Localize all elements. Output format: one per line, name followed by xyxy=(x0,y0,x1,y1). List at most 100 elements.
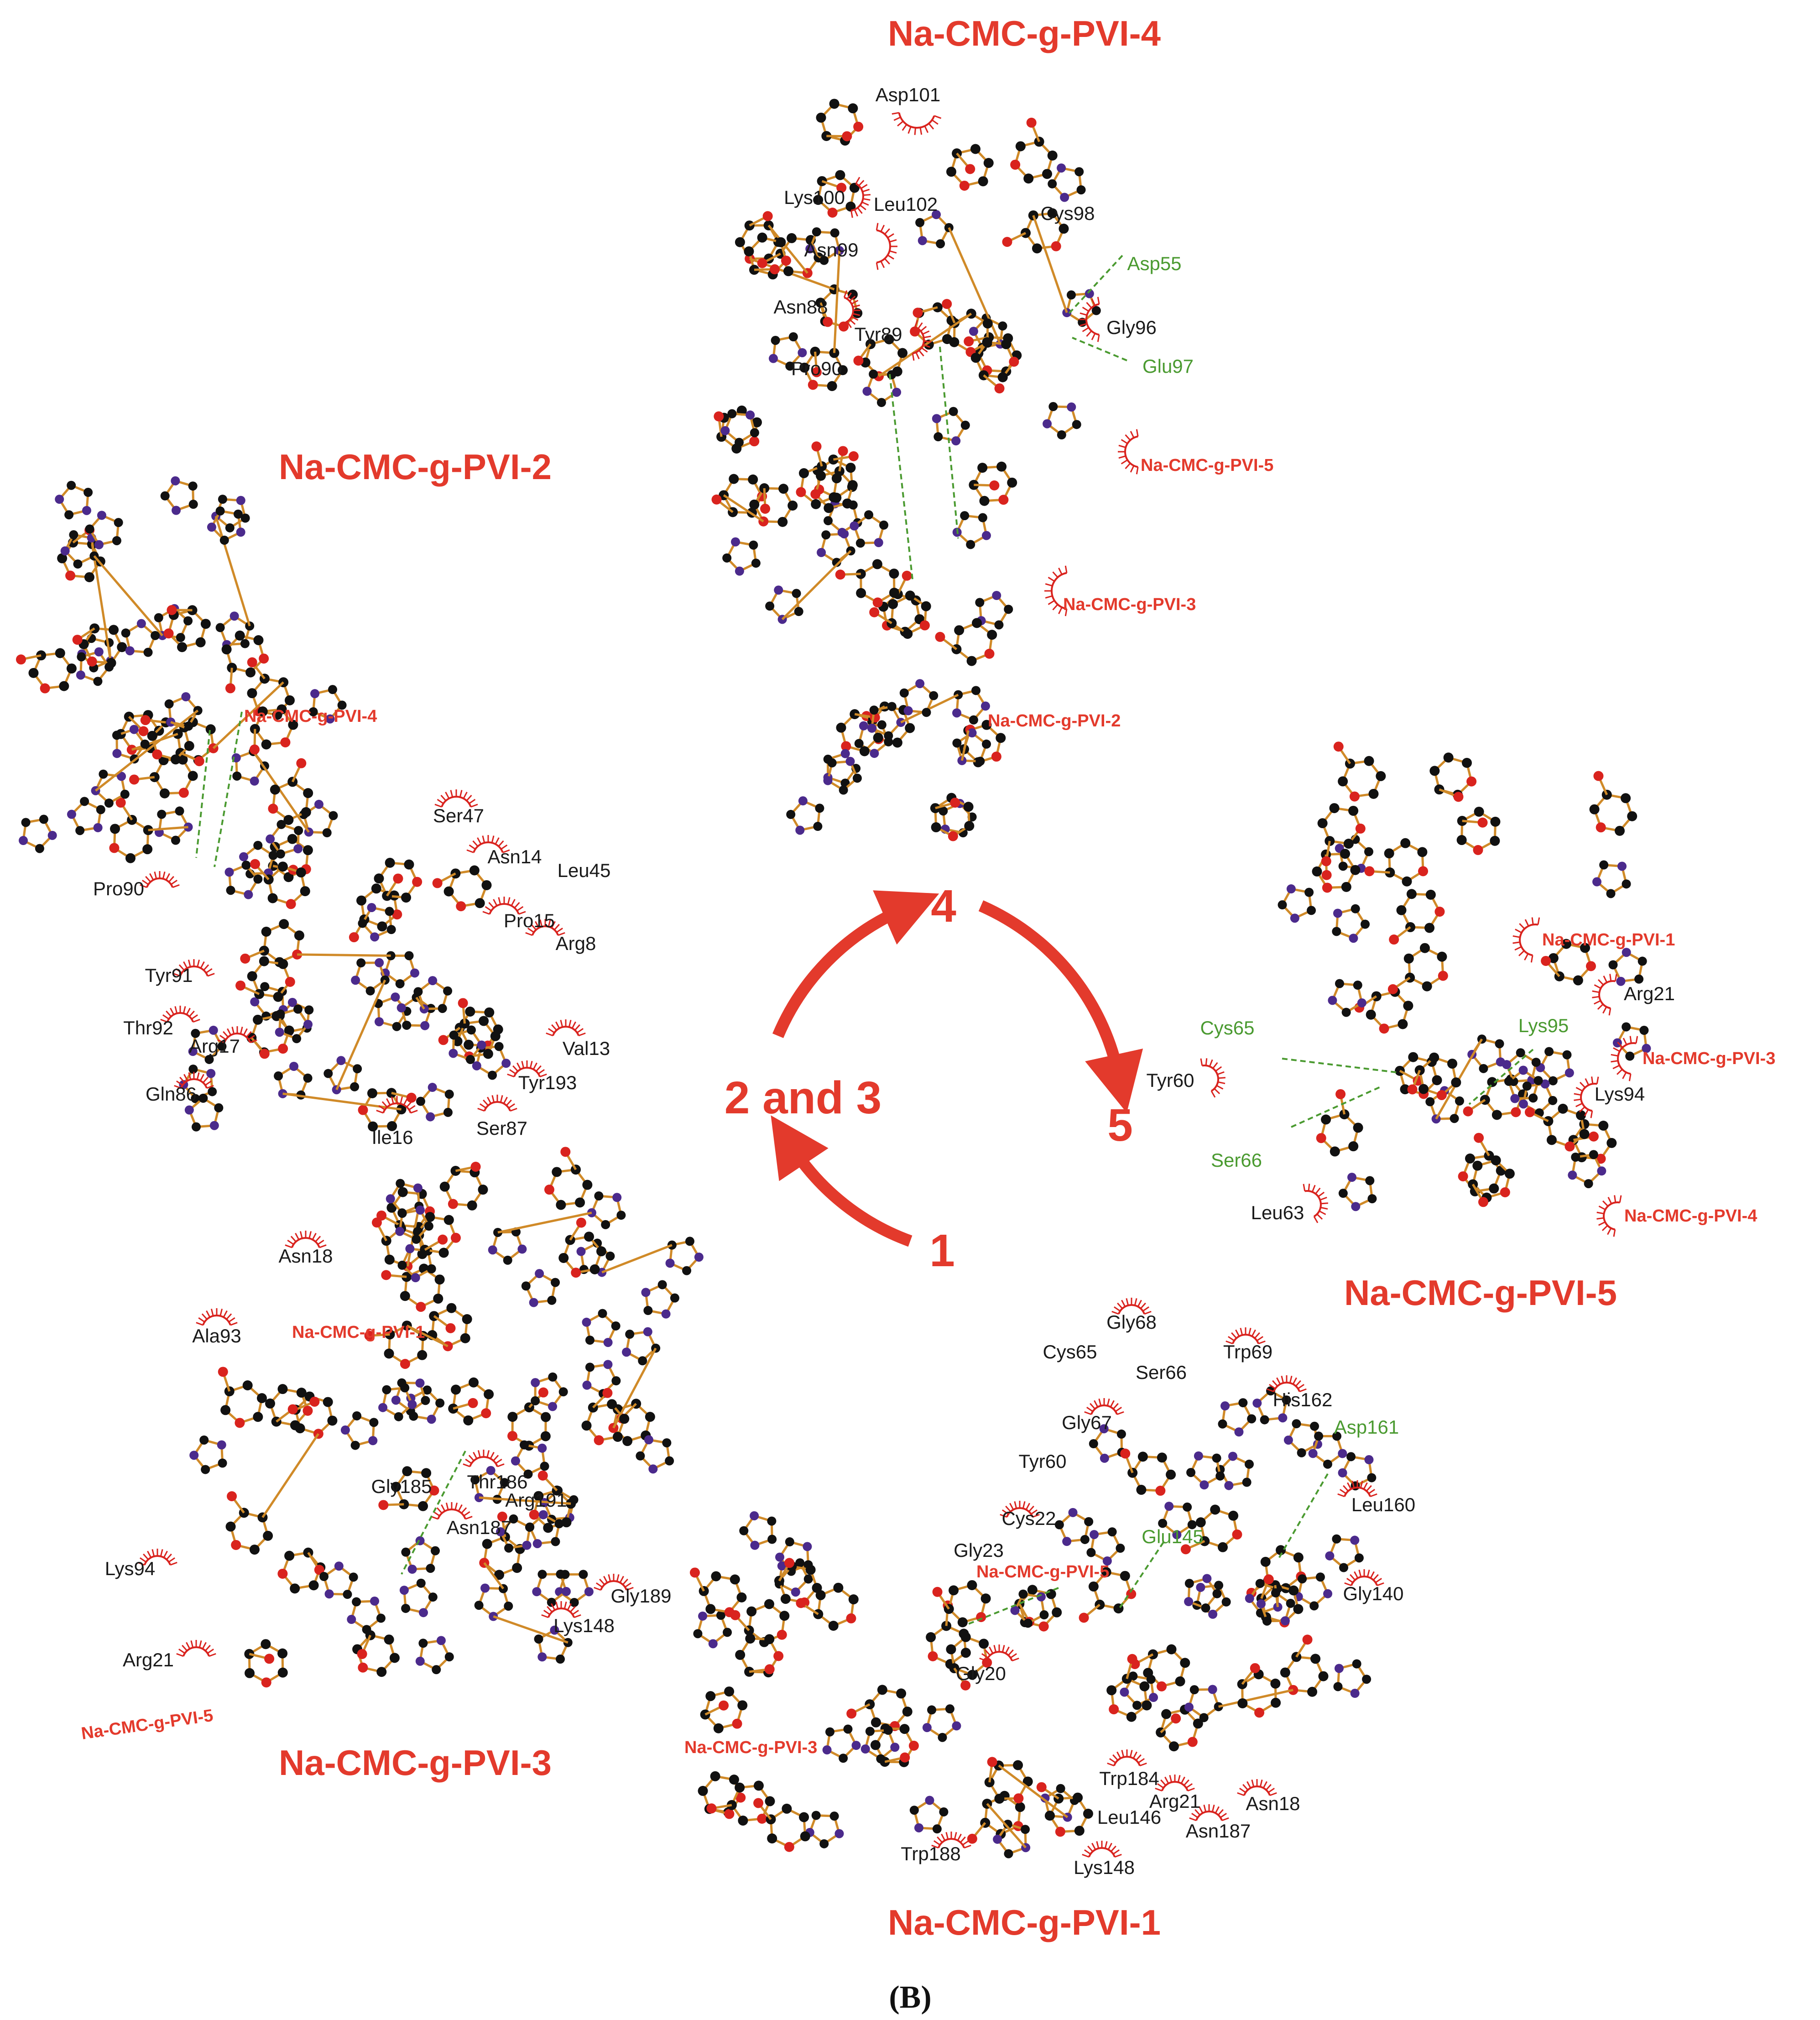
atom xyxy=(1062,1537,1072,1546)
atom xyxy=(645,1412,655,1422)
atom xyxy=(905,723,915,733)
atom xyxy=(749,540,758,550)
atom xyxy=(1333,741,1344,752)
atom xyxy=(998,495,1009,505)
residue-label: Cys65 xyxy=(1043,1341,1097,1362)
atom xyxy=(1622,1022,1631,1032)
hydrophobic-contact-arc xyxy=(176,1640,216,1657)
hbond-residue-label: Cys65 xyxy=(1200,1017,1254,1039)
atom xyxy=(561,1517,572,1528)
atom xyxy=(1023,1618,1033,1628)
atom xyxy=(1088,1581,1099,1592)
atom xyxy=(922,1723,932,1733)
atom xyxy=(277,1648,288,1659)
atom xyxy=(531,1378,540,1388)
atom xyxy=(859,746,870,757)
atom xyxy=(724,1686,735,1697)
atom xyxy=(253,1412,263,1422)
atom xyxy=(777,517,788,527)
atom xyxy=(1086,1548,1096,1557)
atom xyxy=(967,1670,977,1680)
residue-label: Cys22 xyxy=(1001,1508,1056,1529)
step-1-label: 1 xyxy=(929,1225,955,1276)
atom xyxy=(1561,939,1571,949)
atom xyxy=(839,321,849,332)
atom xyxy=(484,1389,494,1399)
atom xyxy=(1120,1687,1129,1697)
atom xyxy=(776,237,786,247)
hydrophobic-contact-arc xyxy=(1044,565,1068,616)
residue-label: Leu160 xyxy=(1351,1494,1415,1515)
atom xyxy=(1354,1553,1364,1563)
atom xyxy=(199,1435,209,1445)
atom xyxy=(1333,908,1342,918)
atom xyxy=(967,728,977,738)
hydrogen-bond-line xyxy=(1282,1058,1397,1073)
atom xyxy=(946,1644,956,1655)
atom xyxy=(828,1621,839,1631)
atom xyxy=(250,776,259,786)
atom xyxy=(507,1431,518,1441)
hydrophobic-contact-arc xyxy=(1512,917,1540,963)
atom xyxy=(1116,1429,1126,1439)
atom xyxy=(1338,776,1348,787)
hbond-residue-label: Asp161 xyxy=(1334,1416,1399,1438)
atom xyxy=(289,1061,299,1071)
panel-title-pvi-1: Na-CMC-g-PVI-1 xyxy=(888,1902,1161,1942)
atom xyxy=(479,1016,489,1026)
atom xyxy=(112,536,121,545)
atom xyxy=(737,1700,748,1711)
atom xyxy=(603,1338,613,1347)
atom xyxy=(378,1403,388,1412)
atom xyxy=(367,903,376,912)
atom xyxy=(765,601,775,611)
atom xyxy=(1562,1050,1572,1060)
atom xyxy=(1107,1527,1117,1537)
atom xyxy=(59,681,69,691)
atom xyxy=(1450,1114,1459,1123)
atom xyxy=(140,715,151,726)
atom xyxy=(215,623,225,632)
atom xyxy=(1466,776,1477,787)
hydrophobic-contact-arc xyxy=(1303,1184,1328,1223)
atom xyxy=(989,480,1000,491)
hydrophobic-contact-arc xyxy=(160,1006,200,1023)
atom xyxy=(584,1587,594,1597)
atom xyxy=(1364,847,1374,856)
atom xyxy=(1090,1530,1099,1540)
atom xyxy=(385,907,394,916)
atom xyxy=(376,1613,386,1623)
atom xyxy=(544,1185,555,1195)
atom xyxy=(400,1291,410,1301)
atom xyxy=(274,1071,283,1081)
atom xyxy=(438,1234,448,1245)
atom xyxy=(975,757,985,766)
atom xyxy=(1184,1597,1194,1607)
atom xyxy=(607,1399,617,1409)
atom xyxy=(928,1651,938,1661)
hydrogen-bond-line xyxy=(214,711,243,867)
atom xyxy=(427,1415,436,1424)
atom xyxy=(276,704,287,715)
atom xyxy=(1023,173,1034,184)
atom xyxy=(1541,955,1551,966)
atom xyxy=(239,852,249,861)
atom xyxy=(1149,1693,1158,1702)
atom xyxy=(512,1563,522,1573)
atom xyxy=(932,1824,942,1834)
atom xyxy=(97,511,106,520)
atom xyxy=(1009,356,1019,367)
atom xyxy=(1332,1431,1342,1441)
atom xyxy=(1621,793,1631,804)
atom xyxy=(1544,1047,1554,1056)
atom xyxy=(846,1708,857,1719)
atom xyxy=(979,496,990,506)
atom xyxy=(1558,1103,1568,1114)
atom xyxy=(997,372,1008,382)
atom xyxy=(915,679,925,689)
atom xyxy=(535,1269,544,1279)
atom xyxy=(951,436,961,446)
atom xyxy=(392,1022,402,1031)
atom xyxy=(735,438,744,447)
atom xyxy=(1642,1044,1651,1053)
